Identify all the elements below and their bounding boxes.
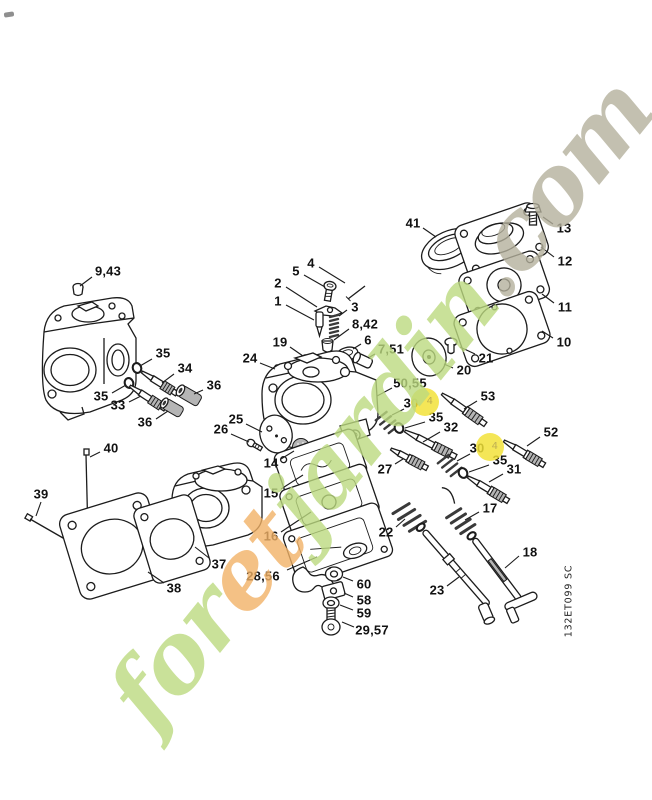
part-label-31: 31	[506, 461, 522, 477]
part-carb-body-upper-left	[41, 297, 137, 421]
part-label-35: 35	[492, 452, 508, 468]
part-oring-35-d	[457, 467, 469, 479]
part-label-28-56: 28,56	[246, 568, 280, 584]
part-label-35: 35	[93, 388, 109, 404]
part-gasket-10	[453, 290, 551, 368]
part-adjust-screw-27	[389, 447, 430, 472]
part-label-29-57: 29,57	[355, 622, 389, 638]
part-spring-30-a	[374, 410, 401, 435]
part-label-20: 20	[456, 362, 472, 378]
part-label-33: 33	[110, 397, 126, 413]
part-label-59: 59	[356, 605, 372, 621]
part-inlet-needle-1	[315, 311, 324, 339]
part-oring-35-a	[131, 362, 143, 374]
part-bolt-13	[524, 202, 542, 226]
part-label-11: 11	[557, 299, 573, 315]
part-label-2: 2	[274, 275, 282, 291]
part-label-23: 23	[429, 582, 445, 598]
part-label-5: 5	[292, 263, 300, 279]
part-label-58: 58	[356, 592, 372, 608]
part-plug-7-51	[352, 351, 374, 369]
part-adjust-screw-53	[440, 392, 488, 428]
part-label-37: 37	[211, 556, 227, 572]
part-label-14: 14	[263, 455, 279, 471]
part-pump-plate-28-56	[282, 502, 394, 586]
part-label-6: 6	[364, 332, 372, 348]
part-label-60: 60	[356, 576, 372, 592]
part-label-10: 10	[556, 334, 572, 350]
part-cover-disc-25	[259, 414, 293, 454]
part-label-30: 30	[403, 395, 419, 411]
part-rivet-21	[444, 337, 458, 355]
part-label-36: 36	[137, 414, 153, 430]
part-bushing-36-a	[175, 384, 202, 407]
drawing-code: 132ET099 SC	[563, 564, 575, 638]
part-label-21: 21	[478, 350, 494, 366]
part-label-40: 40	[103, 440, 119, 456]
part-label-35: 35	[155, 345, 171, 361]
part-label-7-51: 7,51	[377, 341, 405, 357]
part-spring-3	[328, 313, 340, 339]
part-label-30: 30	[469, 440, 485, 456]
part-adjust-screw-31	[466, 475, 511, 505]
part-label-18: 18	[522, 544, 538, 560]
part-label-12: 12	[557, 253, 573, 269]
part-label-50-55: 50,55	[393, 375, 427, 391]
part-spring-30-b	[436, 453, 463, 478]
part-gasket-37	[133, 494, 211, 584]
part-pin-4	[345, 285, 366, 302]
part-label-9-43: 9,43	[94, 263, 122, 279]
part-label-17: 17	[482, 500, 498, 516]
part-label-25: 25	[228, 411, 244, 427]
part-label-34: 34	[177, 360, 193, 376]
part-label-4: 4	[307, 255, 315, 271]
part-screw-5	[323, 280, 337, 303]
part-carb-body-center	[261, 350, 379, 449]
part-label-32: 32	[443, 419, 459, 435]
part-oring-35-c	[393, 422, 405, 434]
part-spring-22	[391, 502, 428, 533]
part-shaft-18	[466, 531, 538, 624]
part-nut-60	[324, 566, 344, 582]
part-label-13: 13	[556, 220, 572, 236]
part-label-3: 3	[351, 299, 359, 315]
part-label-27: 27	[377, 461, 393, 477]
part-label-22: 22	[378, 524, 394, 540]
part-label-15: 15	[263, 485, 279, 501]
part-needle-34	[140, 370, 179, 397]
part-spring-17	[441, 487, 477, 536]
part-label-39: 39	[33, 486, 49, 502]
part-label-8-42: 8,42	[351, 316, 379, 332]
leader-lines	[35, 216, 555, 628]
part-label-52: 52	[543, 424, 559, 440]
part-disc-20	[411, 337, 447, 377]
part-label-41: 41	[405, 215, 421, 231]
part-label-24: 24	[242, 350, 258, 366]
part-needle-33	[128, 384, 168, 412]
part-label-16: 16	[263, 528, 279, 544]
part-label-38: 38	[166, 580, 182, 596]
part-label-26: 26	[213, 421, 229, 437]
part-adjust-screw-52	[502, 439, 547, 469]
part-label-53: 53	[480, 388, 496, 404]
part-label-1: 1	[274, 293, 282, 309]
part-screw-29-57	[321, 607, 341, 636]
part-shaft-23	[415, 522, 496, 625]
part-bushing-36-b	[159, 397, 184, 418]
part-label-19: 19	[272, 334, 288, 350]
part-label-35: 35	[428, 409, 444, 425]
part-label-36: 36	[206, 377, 222, 393]
